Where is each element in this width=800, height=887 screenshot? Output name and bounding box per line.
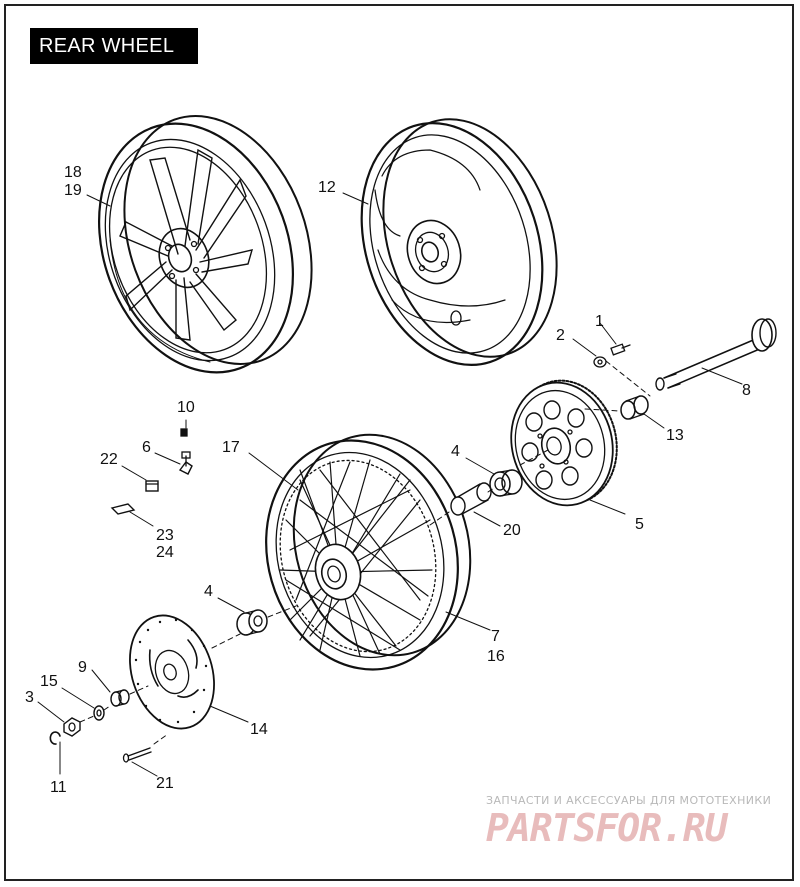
callout-2: 2: [556, 327, 565, 344]
valve-stem: [178, 451, 193, 475]
axle-washer: [93, 705, 105, 721]
callout-7: 7: [491, 628, 500, 645]
callout-5: 5: [635, 516, 644, 533]
callout-3: 3: [25, 689, 34, 706]
callout-21: 21: [156, 775, 174, 792]
callout-17: 17: [222, 439, 240, 456]
valve-cap: [180, 428, 188, 437]
disc-screw: [122, 747, 152, 763]
callout-20: 20: [503, 522, 521, 539]
bearing-left: [236, 609, 268, 636]
callout-22: 22: [100, 451, 118, 468]
callout-24: 24: [156, 544, 174, 561]
pulley-washer: [593, 356, 607, 368]
disc-wheel: [360, 118, 558, 366]
leader-lines: [37, 192, 743, 777]
callout-10: 10: [177, 399, 195, 416]
callout-8: 8: [742, 382, 751, 399]
diagram-title: REAR WHEEL: [30, 28, 198, 64]
callout-16: 16: [487, 648, 505, 665]
rear-pulley: [510, 379, 618, 507]
axle-spacer-left: [110, 689, 130, 707]
assembly-lines: [79, 360, 651, 745]
callout-19: 19: [64, 182, 82, 199]
cast-spoke-wheel: [97, 115, 313, 374]
callout-18: 18: [64, 164, 82, 181]
callout-11: 11: [50, 779, 67, 796]
brake-disc: [129, 614, 215, 730]
watermark-tagline: ЗАПЧАСТИ И АКСЕССУАРЫ ДЛЯ МОТОТЕХНИКИ: [486, 794, 772, 807]
callout-4: 4: [451, 443, 460, 460]
callout-15: 15: [40, 673, 58, 690]
laced-spoke-wheel: [265, 433, 472, 671]
bearing-right: [489, 469, 523, 497]
balance-weight-cap: [145, 480, 159, 492]
balance-weight: [110, 503, 136, 515]
callout-12: 12: [318, 179, 336, 196]
e-clip: [49, 731, 61, 745]
callout-9: 9: [78, 659, 87, 676]
rear-axle: [655, 318, 777, 391]
axle-nut: [63, 717, 81, 737]
callout-6: 6: [142, 439, 151, 456]
bearing-spacer: [450, 482, 492, 516]
callout-labels: 18 19 12 1 2 8 13 10 6 22 23 24 17 4 5 2…: [25, 164, 751, 796]
callout-13: 13: [666, 427, 684, 444]
callout-14: 14: [250, 721, 268, 738]
callout-4-left: 4: [204, 583, 213, 600]
axle-spacer: [620, 395, 649, 420]
callout-1: 1: [595, 313, 604, 330]
callout-23: 23: [156, 527, 174, 544]
pulley-bolt: [610, 343, 631, 356]
watermark-logo: PARTSFOR.RU: [486, 806, 728, 850]
